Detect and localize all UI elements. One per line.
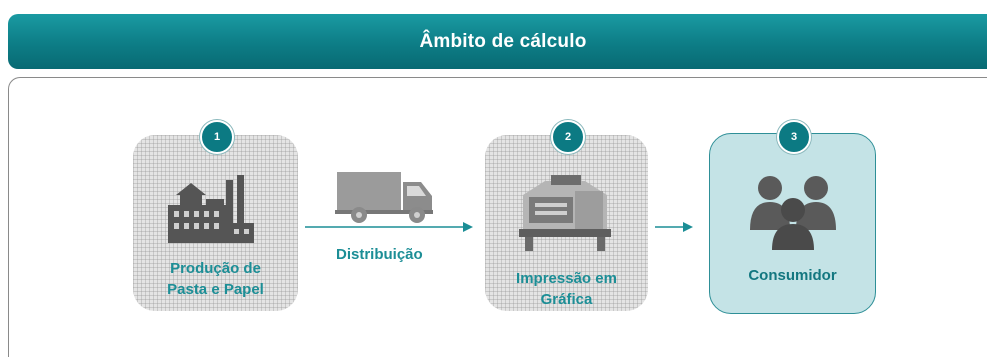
diagram-panel xyxy=(8,77,987,357)
distribution-arrow xyxy=(305,222,473,232)
stage-label: Consumidor xyxy=(748,267,837,284)
printing-press-icon xyxy=(519,175,611,251)
stage-printing: Impressão em Gráfica xyxy=(485,135,648,311)
people-icon xyxy=(750,176,836,250)
step-badge-2: 2 xyxy=(551,120,585,154)
page-title: Âmbito de cálculo xyxy=(419,30,587,52)
stage-label: Impressão em Gráfica xyxy=(516,270,617,308)
truck-icon xyxy=(335,172,433,223)
factory-icon xyxy=(168,175,254,243)
distribution-label: Distribuição xyxy=(336,246,423,263)
header-bar: Âmbito de cálculo xyxy=(8,14,987,69)
stage-production: Produção de Pasta e Papel xyxy=(133,135,298,311)
consumer-arrow xyxy=(655,222,693,232)
step-badge-1: 1 xyxy=(200,120,234,154)
step-badge-3: 3 xyxy=(777,120,811,154)
stage-consumer: Consumidor xyxy=(709,133,876,314)
stage-label: Produção de Pasta e Papel xyxy=(167,260,264,298)
